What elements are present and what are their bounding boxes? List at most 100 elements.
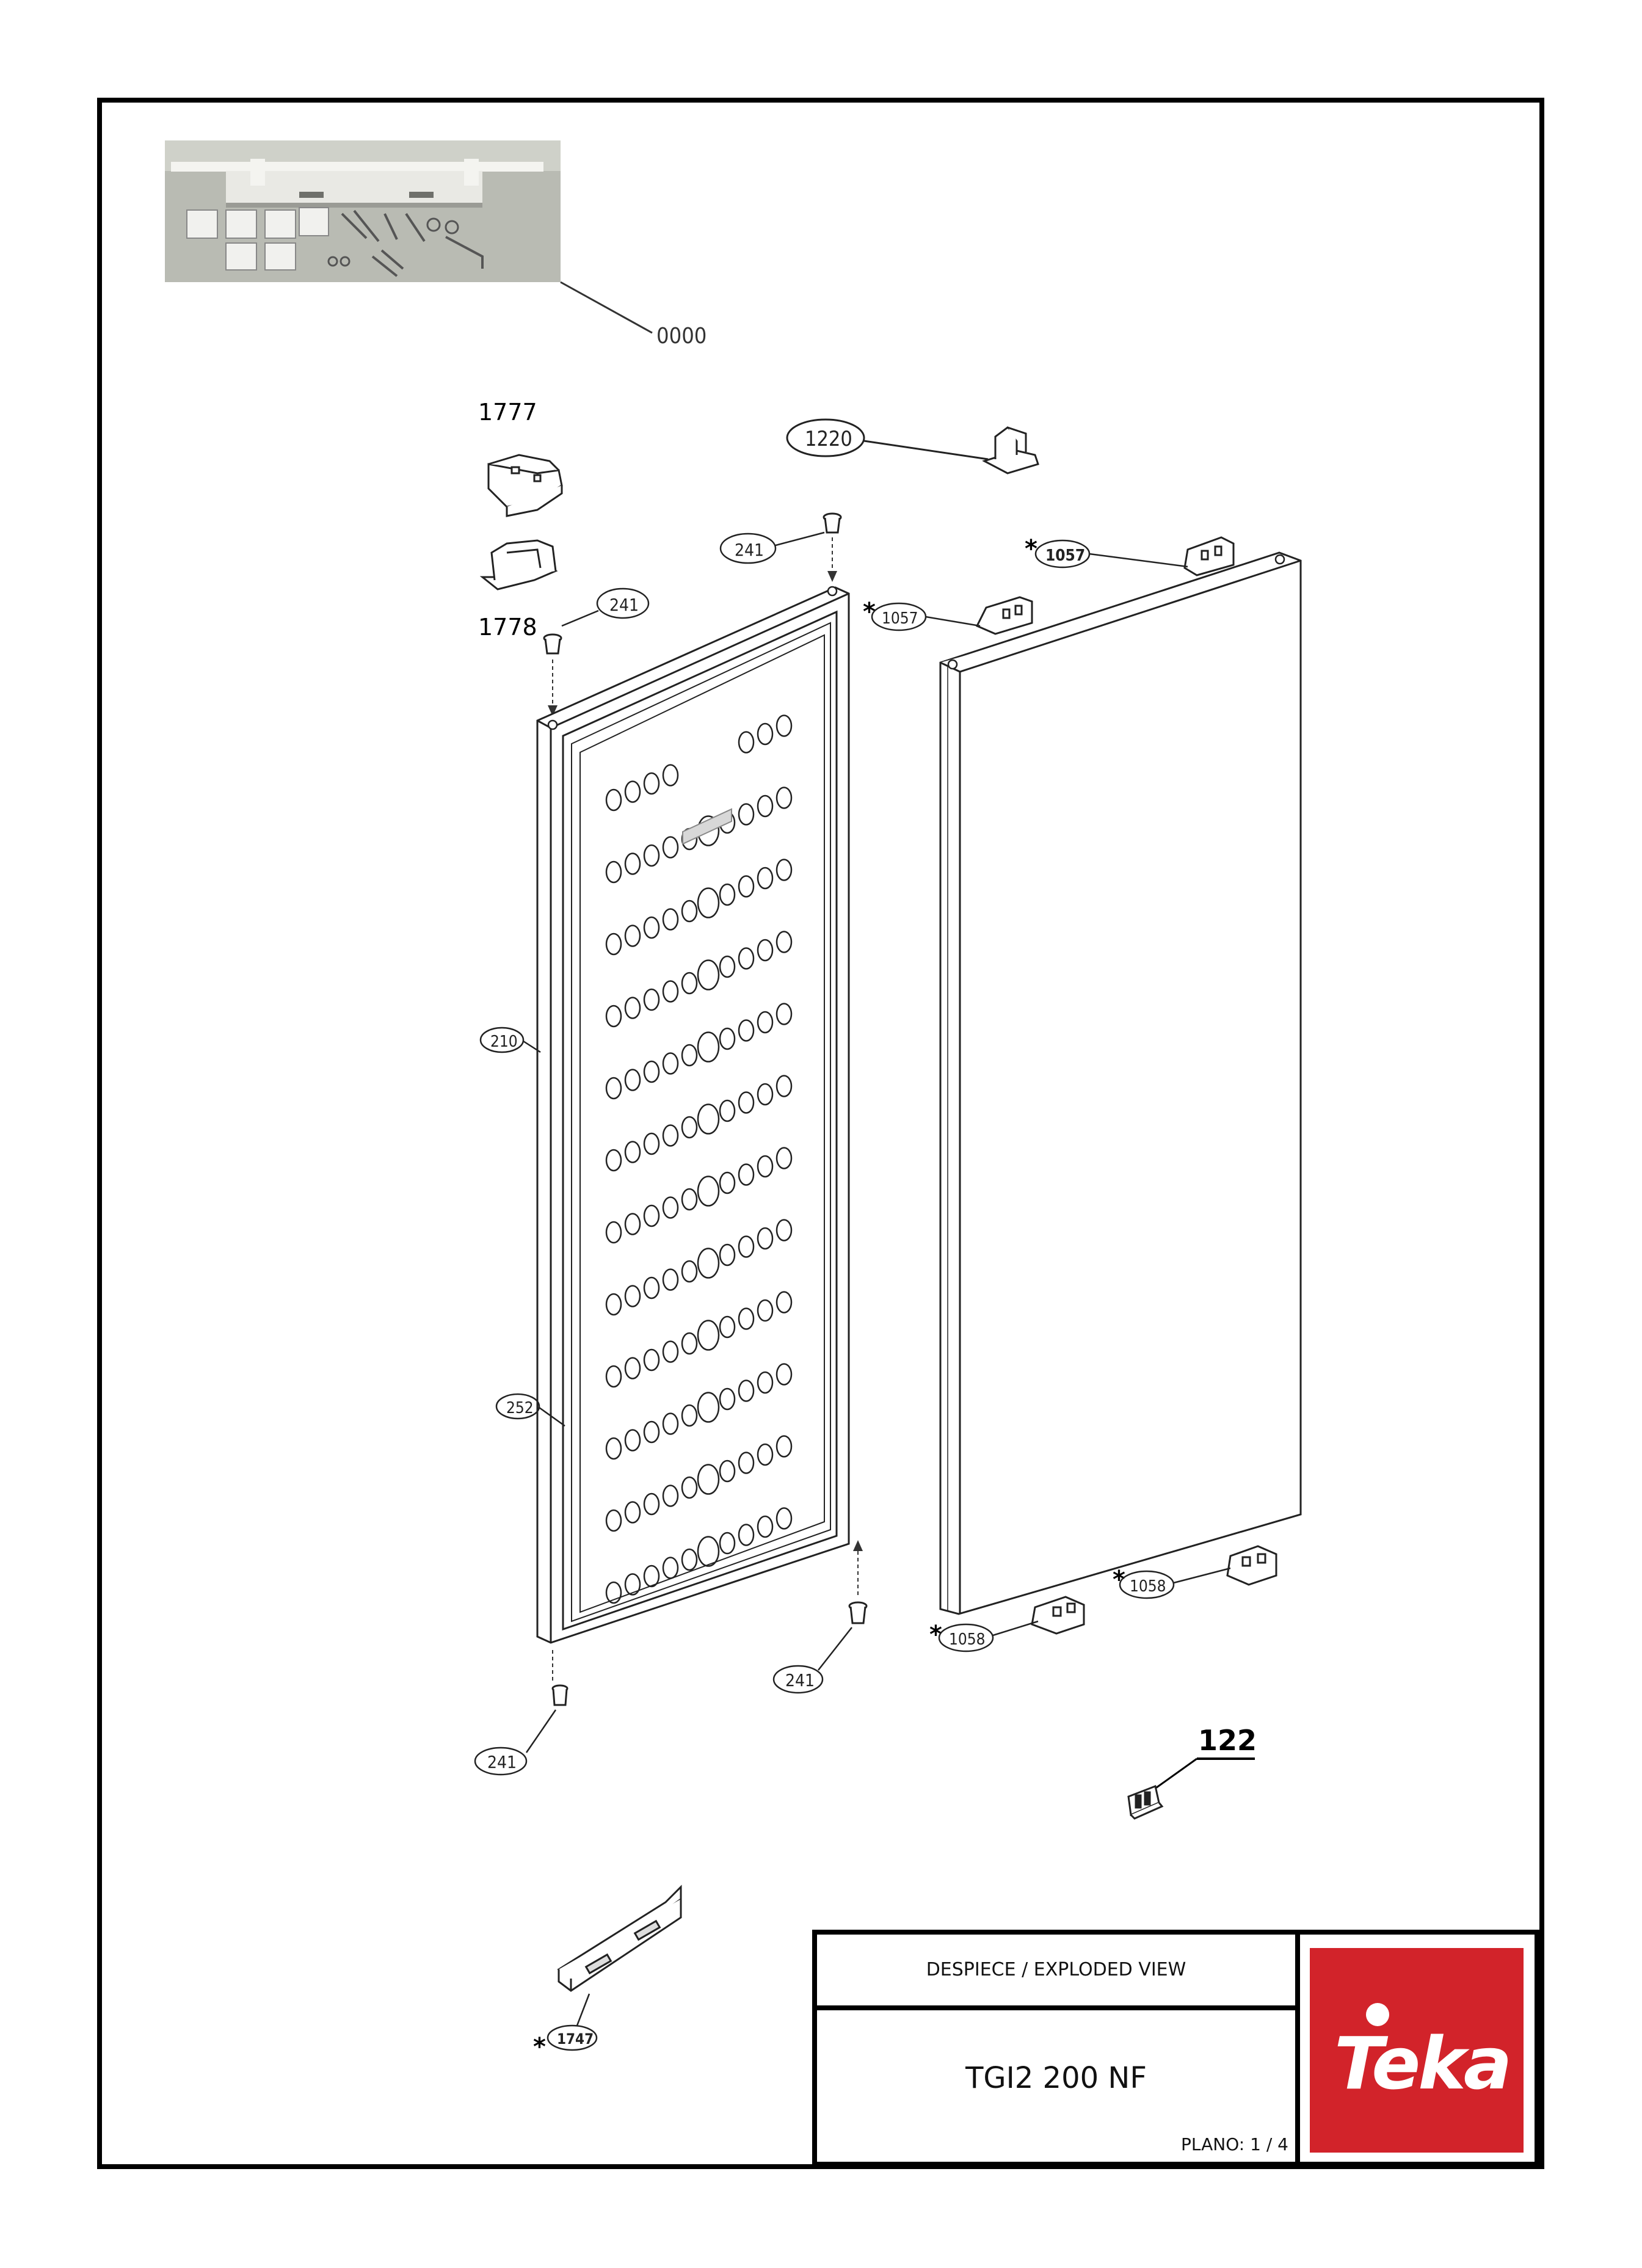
dimple xyxy=(776,1291,793,1314)
dimple xyxy=(681,1404,698,1427)
dimple xyxy=(681,1116,698,1139)
dimple xyxy=(757,1227,774,1250)
dimple xyxy=(605,1581,622,1604)
dimple xyxy=(643,1132,660,1155)
dimple xyxy=(624,1213,641,1235)
title-block-sheet: PLANO: 1 / 4 xyxy=(1181,2134,1288,2154)
marker-asterisk-1058-right: * xyxy=(1113,1566,1125,1594)
title-block-header: DESPIECE / EXPLODED VIEW xyxy=(926,1959,1186,1980)
part-label-1777: 1777 xyxy=(478,399,537,426)
part-label-252: 252 xyxy=(506,1399,534,1417)
dimple xyxy=(738,1019,755,1042)
part-label-241-bottom-right: 241 xyxy=(785,1670,815,1690)
dimple xyxy=(776,1435,793,1458)
logo-badge-122 xyxy=(1127,1784,1164,1820)
dimple xyxy=(624,1573,641,1596)
dimple xyxy=(662,764,679,787)
dimple xyxy=(719,1099,736,1122)
dimple xyxy=(697,1320,720,1351)
dimple xyxy=(662,1485,679,1507)
dimple xyxy=(697,1176,720,1207)
part-label-1747: 1747 xyxy=(557,2030,594,2048)
bushing-241-bottom-left xyxy=(551,1684,569,1706)
dimple xyxy=(719,883,736,906)
dimple xyxy=(605,1509,622,1532)
dimple xyxy=(738,875,755,898)
control-module-1747 xyxy=(557,1885,682,1992)
dimple xyxy=(624,780,641,803)
title-block xyxy=(812,1930,1539,2167)
dimple xyxy=(681,1548,698,1571)
dimple xyxy=(624,852,641,875)
dimple xyxy=(757,1299,774,1322)
door-logo-plate xyxy=(682,808,732,845)
hinge-bracket-1778 xyxy=(479,539,558,591)
part-label-1057-left: 1057 xyxy=(882,609,918,628)
dimple xyxy=(738,1524,755,1546)
dimple xyxy=(776,1075,793,1097)
hinge-plate-1057-left xyxy=(975,596,1033,635)
dimple xyxy=(643,1060,660,1083)
dimple xyxy=(719,1027,736,1050)
dimple xyxy=(643,1420,660,1444)
dimple xyxy=(719,1315,736,1339)
dimple xyxy=(605,1365,622,1388)
part-label-1057-right: 1057 xyxy=(1045,547,1085,565)
dimple xyxy=(681,1044,698,1067)
dimple xyxy=(624,1285,641,1307)
dimple xyxy=(757,1155,774,1178)
bushing-241-bottom-right xyxy=(848,1601,868,1624)
dimple xyxy=(624,1357,641,1379)
dimple xyxy=(738,1307,755,1330)
part-label-1778: 1778 xyxy=(478,614,537,641)
dimple-pattern xyxy=(605,714,793,1604)
dimple xyxy=(643,1276,660,1299)
hinge-bracket-1777 xyxy=(487,454,563,517)
part-label-241-top: 241 xyxy=(735,540,764,560)
title-block-model: TGI2 200 NF xyxy=(965,2061,1147,2095)
marker-asterisk-1057-right: * xyxy=(1025,535,1037,563)
door-panel-screws xyxy=(547,586,838,730)
dimple xyxy=(643,1348,660,1372)
dimple xyxy=(719,1387,736,1411)
dimple xyxy=(757,1083,774,1106)
dimple xyxy=(719,1171,736,1194)
dimple xyxy=(681,900,698,923)
dimple xyxy=(643,1565,660,1588)
hinge-cover-1220 xyxy=(982,426,1039,474)
dimple xyxy=(738,1379,755,1402)
dimple xyxy=(605,1077,622,1100)
hinge-plate-1057-right xyxy=(1183,536,1235,576)
dimple xyxy=(662,980,679,1003)
teka-logo: Teka xyxy=(1310,1948,1524,2153)
dimple xyxy=(643,772,660,795)
bushing-241-upper xyxy=(543,633,562,655)
dimple xyxy=(757,1515,774,1538)
dimple xyxy=(697,959,720,990)
dimple xyxy=(776,931,793,953)
dimple xyxy=(757,867,774,890)
dimple xyxy=(624,1501,641,1524)
dimple xyxy=(681,1332,698,1355)
dimple xyxy=(681,1476,698,1499)
part-label-122: 122 xyxy=(1198,1724,1257,1757)
dimple xyxy=(738,947,755,970)
dimple xyxy=(738,803,755,826)
part-label-241-upper: 241 xyxy=(609,595,639,615)
dimple xyxy=(757,722,774,746)
dimple xyxy=(643,1204,660,1227)
dimple xyxy=(719,1459,736,1483)
dimple xyxy=(605,1437,622,1460)
dimple xyxy=(662,1052,679,1075)
part-label-210: 210 xyxy=(490,1033,518,1051)
dimple xyxy=(605,1221,622,1244)
dimple xyxy=(757,1011,774,1034)
dimple xyxy=(605,932,622,956)
dimple xyxy=(697,887,720,918)
dimple xyxy=(697,1248,720,1279)
dimple xyxy=(624,1069,641,1091)
dimple xyxy=(624,1429,641,1452)
dimple xyxy=(662,1340,679,1363)
dimple xyxy=(662,1557,679,1579)
